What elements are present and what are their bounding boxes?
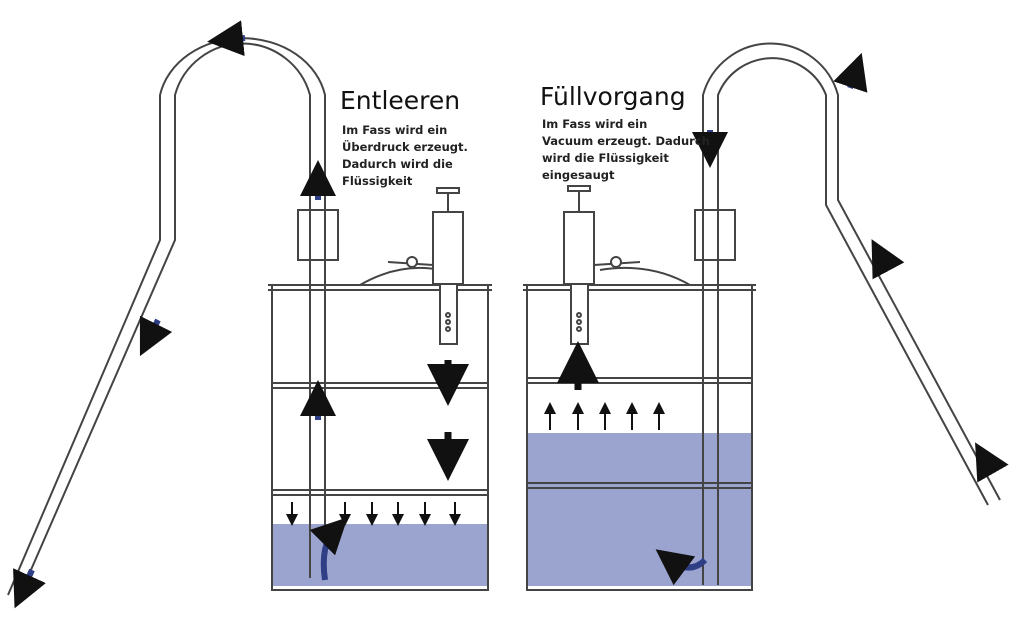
left-pump [387, 187, 464, 345]
right-title: Füllvorgang [540, 82, 686, 111]
flow-arrow-curve [309, 517, 348, 581]
desc-line: Flüssigkeit [342, 174, 413, 188]
right-hose [694, 42, 1001, 585]
pressure-arrows [286, 341, 665, 526]
desc-line: eingesaugt [542, 168, 615, 182]
right-barrel [523, 266, 756, 591]
desc-line: wird die Flüssigkeit [542, 151, 669, 165]
left-hose [7, 37, 339, 596]
flow-arrow-up [871, 239, 905, 280]
flow-arrow-down [139, 315, 173, 357]
left-barrel [268, 266, 492, 591]
flow-arrow-up [833, 52, 868, 93]
left-title: Entleeren [340, 86, 461, 115]
desc-line: Im Fass wird ein [342, 123, 448, 137]
flow-arrow-curve [655, 549, 708, 586]
flow-arrows [13, 20, 1009, 609]
left-liquid [272, 524, 488, 586]
desc-line: Vacuum erzeugt. Dadurch [542, 134, 710, 148]
right-liquid [527, 433, 752, 586]
flow-arrow-down [13, 568, 46, 609]
left-description: Im Fass wird ein Überdruck erzeugt. Dadu… [342, 122, 468, 190]
desc-line: Dadurch wird die [342, 157, 453, 171]
flow-arrow-left [207, 20, 246, 57]
desc-line: Überdruck erzeugt. [342, 140, 468, 154]
desc-line: Im Fass wird ein [542, 117, 648, 131]
right-pump [563, 185, 641, 345]
flow-arrow-up [975, 442, 1009, 483]
right-description: Im Fass wird ein Vacuum erzeugt. Dadurch… [542, 116, 710, 184]
